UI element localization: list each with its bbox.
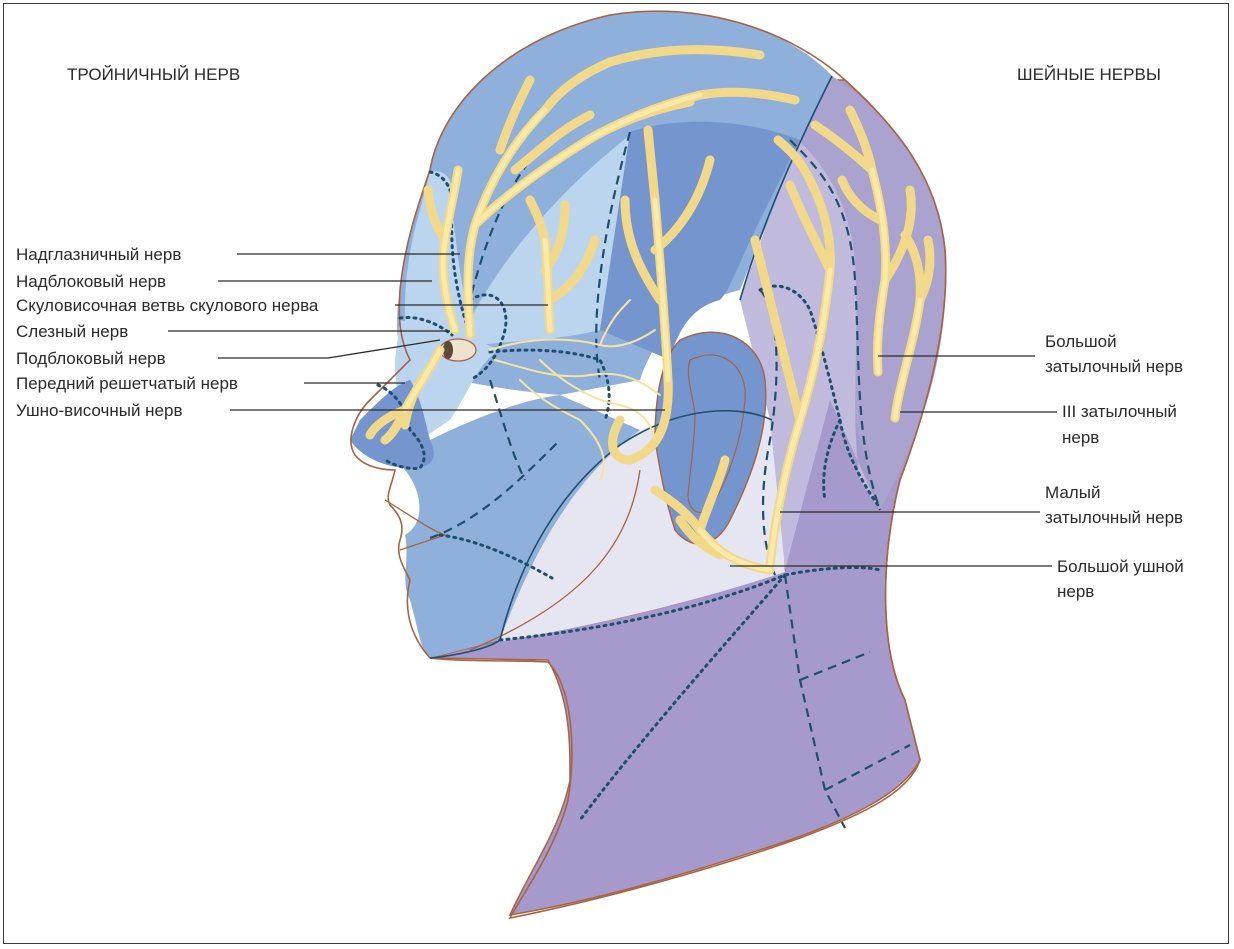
label-auriculotemporal-nerve: Ушно-височный нерв	[16, 401, 183, 420]
label-lacrimal-nerve: Слезный нерв	[16, 322, 128, 341]
label-great-auricular-line2: нерв	[1057, 582, 1094, 601]
label-lesser-occipital-line2: затылочный нерв	[1045, 508, 1183, 527]
label-zygomaticotemporal-branch: Скуловисочная ветвь скулового нерва	[16, 296, 319, 315]
heading-cervical: ШЕЙНЫЕ НЕРВЫ	[1017, 65, 1161, 84]
label-great-auricular-line1: Большой ушной	[1057, 557, 1184, 576]
label-third-occipital-line1: III затылочный	[1062, 402, 1177, 421]
label-lesser-occipital-line1: Малый	[1045, 483, 1100, 502]
label-supratrochlear-nerve: Надблоковый нерв	[16, 272, 166, 291]
label-third-occipital-line2: нерв	[1062, 428, 1099, 447]
label-anterior-ethmoidal-nerve: Передний решетчатый нерв	[16, 374, 238, 393]
label-infratrochlear-nerve: Подблоковый нерв	[16, 349, 166, 368]
label-supraorbital-nerve: Надглазничный нерв	[16, 245, 181, 264]
label-greater-occipital-line2: затылочный нерв	[1045, 357, 1183, 376]
heading-trigeminal: ТРОЙНИЧНЫЙ НЕРВ	[67, 65, 240, 84]
label-greater-occipital-line1: Большой	[1045, 332, 1117, 351]
